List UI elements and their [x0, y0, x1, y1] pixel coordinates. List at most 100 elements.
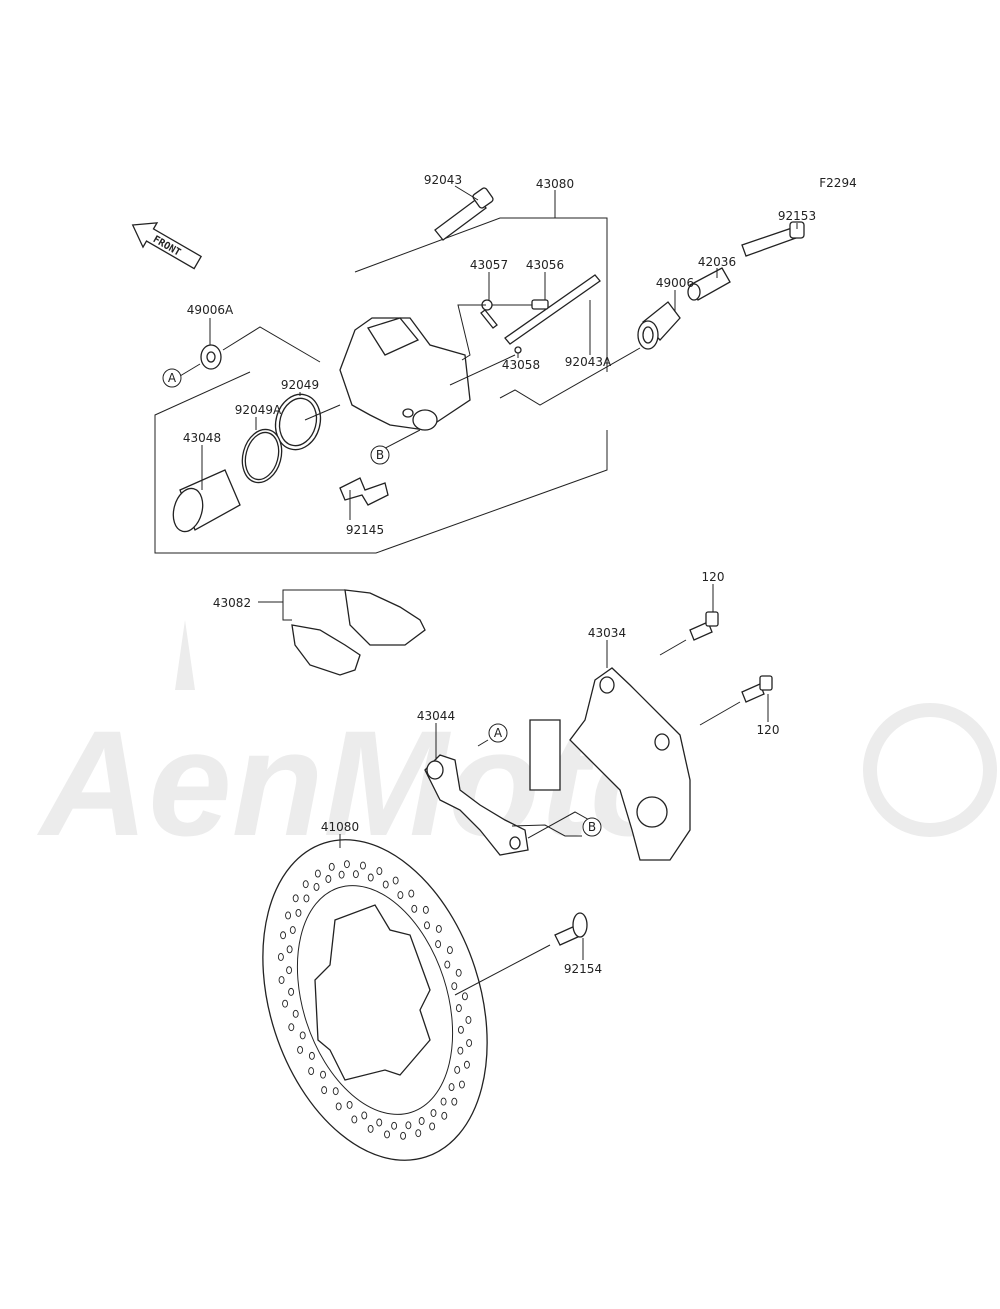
label-92154[interactable]: 92154 — [564, 962, 602, 976]
disc-hole — [440, 1097, 447, 1106]
disc-hole — [405, 1121, 412, 1130]
disc-hole — [444, 960, 451, 969]
label-120-bottom[interactable]: 120 — [757, 723, 780, 737]
piston-43048 — [172, 469, 241, 533]
caliper-bracket-43034 — [529, 667, 691, 861]
svg-text:A: A — [494, 726, 503, 740]
disc-hole — [458, 1080, 465, 1089]
disc-hole — [361, 1111, 368, 1120]
disc-hole — [429, 1122, 436, 1131]
disc-hole — [455, 968, 462, 977]
disc-hole — [297, 1045, 304, 1054]
label-120-top[interactable]: 120 — [702, 570, 725, 584]
label-43048[interactable]: 43048 — [183, 431, 221, 445]
disc-hole — [415, 1129, 422, 1138]
label-43034[interactable]: 43034 — [588, 626, 626, 640]
disc-hole — [457, 1025, 464, 1034]
spring-92145 — [339, 477, 389, 506]
disc-hole — [346, 1100, 353, 1109]
ref-a-2: A — [488, 723, 508, 743]
disc-hole — [321, 1086, 328, 1095]
ref-b-2: B — [582, 817, 602, 837]
sleeve-42036 — [687, 267, 731, 301]
disc-hole — [289, 926, 296, 935]
label-43044[interactable]: 43044 — [417, 709, 455, 723]
brake-disc-41080 — [262, 839, 488, 1161]
svg-text:B: B — [376, 448, 384, 462]
disc-hole — [422, 905, 429, 914]
disc-hole — [277, 953, 284, 961]
label-49006[interactable]: 49006 — [656, 276, 694, 290]
disc-hole — [400, 1131, 407, 1140]
disc-hole — [435, 924, 442, 933]
bolt-92153 — [741, 221, 805, 257]
disc-hole — [382, 880, 389, 889]
disc-hole — [286, 966, 293, 975]
disc-hole — [282, 999, 289, 1008]
disc-hole — [392, 876, 399, 885]
disc-hole — [465, 1016, 472, 1024]
disc-hole — [320, 1070, 326, 1079]
disc-hole — [367, 873, 374, 882]
svg-text:B: B — [588, 820, 596, 834]
disc-hole — [424, 921, 430, 930]
label-92043[interactable]: 92043 — [424, 173, 462, 187]
label-92049[interactable]: 92049 — [281, 378, 319, 392]
ref-a-1: A — [162, 368, 182, 388]
figure-code: F2294 — [819, 176, 856, 190]
disc-hole — [299, 1031, 306, 1040]
label-43057[interactable]: 43057 — [470, 258, 508, 272]
disc-hole — [454, 1065, 461, 1074]
bolt-120-bottom — [741, 675, 773, 703]
disc-hole — [338, 870, 345, 879]
front-arrow-icon: FRONT — [131, 222, 203, 270]
disc-hole — [360, 861, 366, 870]
watermark-text: AenMoto — [36, 699, 682, 867]
label-43058[interactable]: 43058 — [502, 358, 540, 372]
label-42036[interactable]: 42036 — [698, 255, 736, 269]
disc-hole — [278, 976, 285, 984]
disc-hole — [352, 870, 359, 879]
disc-hole — [313, 883, 320, 891]
disc-hole — [292, 1009, 299, 1018]
pin-92043A — [504, 274, 601, 345]
watermark: AenMoto — [36, 620, 997, 867]
disc-hole — [280, 931, 287, 940]
disc-hole — [418, 1117, 425, 1125]
disc-hole — [295, 908, 302, 917]
caliper-body — [339, 317, 471, 431]
disc-hole — [391, 1121, 398, 1130]
caliper-assembly-bracket — [354, 217, 608, 372]
disc-hole — [343, 860, 350, 869]
disc-hole — [286, 945, 293, 954]
brake-pads-43082 — [291, 589, 426, 676]
disc-hole — [457, 1046, 464, 1055]
disc-hole — [408, 889, 415, 898]
disc-hole — [367, 1124, 374, 1133]
disc-hole — [455, 1004, 462, 1013]
disc-hole — [303, 894, 310, 903]
bolt-92043 — [434, 187, 494, 241]
label-92153[interactable]: 92153 — [778, 209, 816, 223]
label-92049A[interactable]: 92049A — [235, 403, 282, 417]
disc-hole — [463, 1060, 470, 1069]
label-43082[interactable]: 43082 — [213, 596, 251, 610]
label-43056[interactable]: 43056 — [526, 258, 564, 272]
disc-hole — [288, 1023, 295, 1032]
disc-hole — [466, 1039, 473, 1047]
label-92043A[interactable]: 92043A — [565, 355, 612, 369]
disc-hole — [288, 987, 295, 996]
disc-hole — [351, 1115, 358, 1124]
label-41080[interactable]: 41080 — [321, 820, 359, 834]
disc-hole — [335, 1102, 342, 1111]
bolt-120-top — [689, 611, 719, 641]
disc-hole — [435, 940, 442, 949]
label-49006A[interactable]: 49006A — [187, 303, 234, 317]
ball-43058 — [514, 346, 522, 354]
label-43080[interactable]: 43080 — [536, 177, 574, 191]
disc-hole — [328, 862, 335, 871]
torque-link-43044 — [424, 754, 529, 856]
label-92145[interactable]: 92145 — [346, 523, 384, 537]
